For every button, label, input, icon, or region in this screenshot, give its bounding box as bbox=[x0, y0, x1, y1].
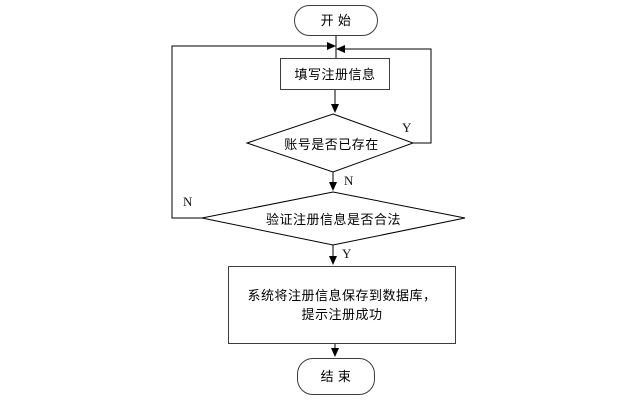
edge-exists-yes-loop bbox=[345, 48, 432, 144]
edge-label-validate-no: N bbox=[183, 194, 193, 209]
arrowhead-save-to-end bbox=[331, 348, 339, 357]
save-line-2: 提示注册成功 bbox=[301, 307, 383, 322]
validate-info-decision-label: 验证注册信息是否合法 bbox=[265, 212, 401, 227]
save-to-database-label: 系统将注册信息保存到数据库， 提示注册成功 bbox=[247, 286, 436, 324]
end-node-label: 结 束 bbox=[320, 369, 352, 384]
edge-label-exists-yes: Y bbox=[402, 120, 412, 135]
arrowhead-validate-to-save bbox=[329, 256, 337, 265]
arrowhead-exists-to-validate bbox=[329, 182, 337, 191]
fill-registration-info-label: 填写注册信息 bbox=[294, 66, 376, 82]
account-exists-decision-label: 账号是否已存在 bbox=[284, 136, 379, 152]
save-line-1: 系统将注册信息保存到数据库， bbox=[247, 288, 437, 303]
end-node: 结 束 bbox=[297, 358, 375, 395]
arrowhead-validate-no-loop bbox=[327, 42, 336, 50]
edge-validate-no-loop bbox=[171, 45, 327, 219]
start-node: 开 始 bbox=[294, 5, 378, 36]
edge-label-exists-no: N bbox=[344, 173, 354, 188]
fill-registration-info-node: 填写注册信息 bbox=[280, 58, 390, 90]
arrowhead-fill-to-exists bbox=[331, 104, 339, 113]
edge-label-validate-yes: Y bbox=[342, 246, 352, 261]
start-node-label: 开 始 bbox=[320, 13, 352, 28]
save-to-database-node: 系统将注册信息保存到数据库， 提示注册成功 bbox=[228, 266, 456, 344]
arrowhead-exists-yes-loop bbox=[336, 45, 345, 53]
